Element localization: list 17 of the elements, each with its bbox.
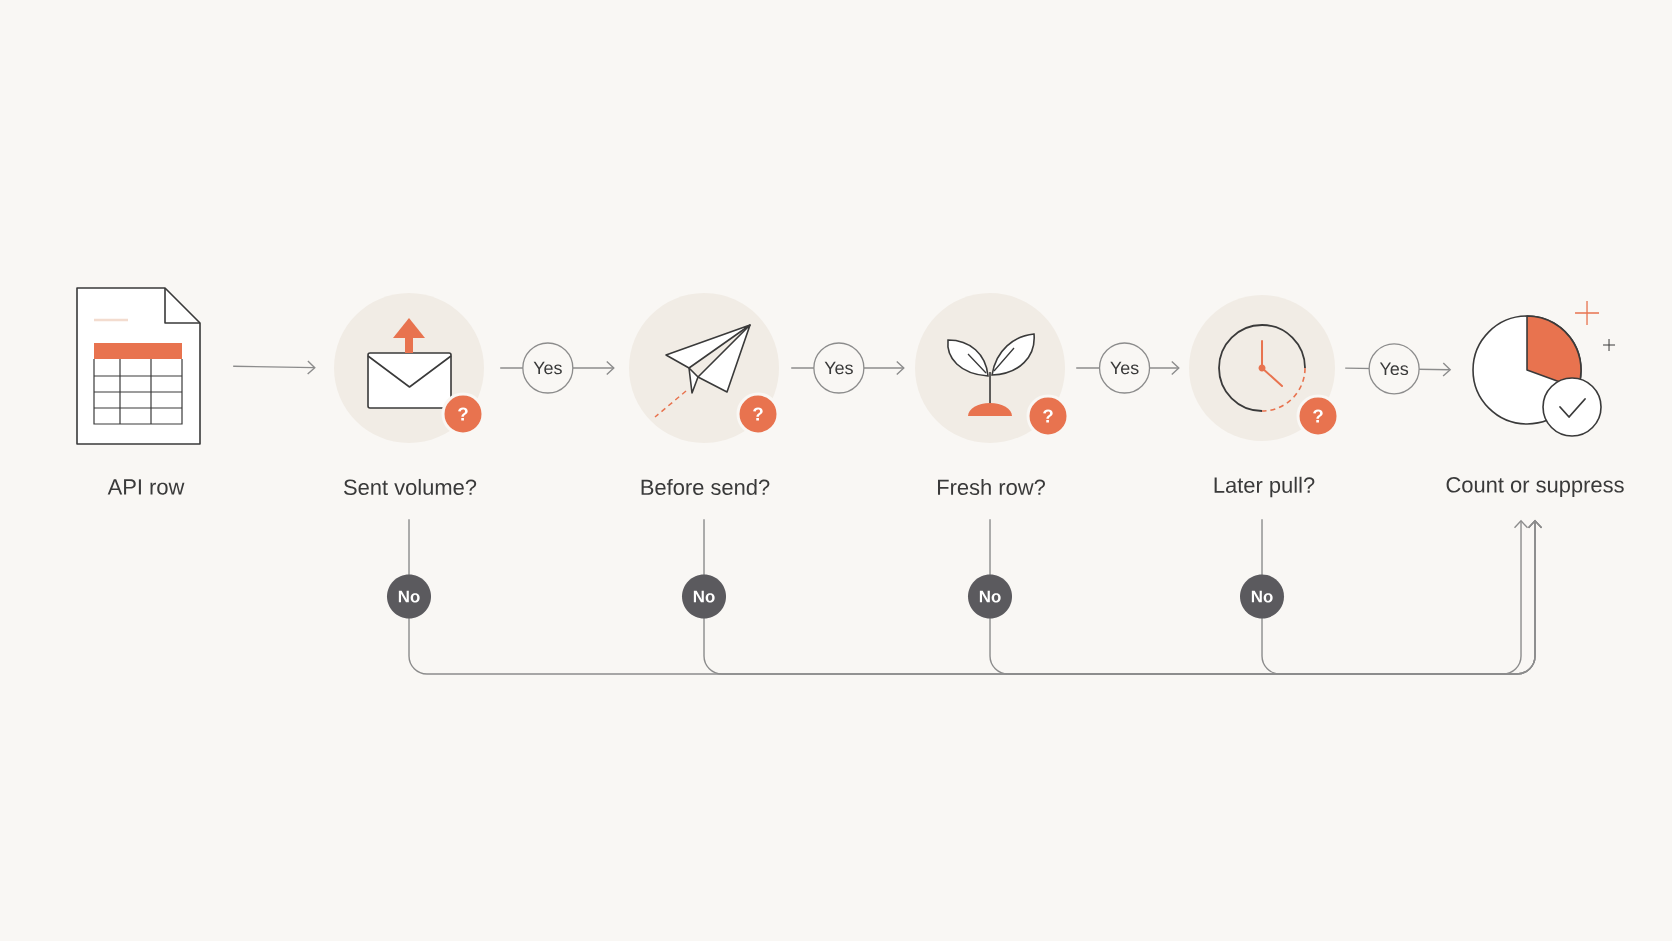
edge-label: Yes [1098, 342, 1151, 394]
step-label: Before send? [641, 478, 770, 496]
edge-label: Yes [1368, 343, 1420, 395]
step-label: Fresh row? [938, 478, 1045, 496]
edge-label: No [387, 574, 431, 619]
edge-label: Yes [813, 342, 865, 394]
step-label: API row [107, 479, 185, 495]
step-label: Sent volume? [344, 478, 477, 496]
edge-label: Yes [522, 342, 574, 394]
edge-label: No [1240, 574, 1284, 619]
step-label: Later pull? [1214, 476, 1315, 498]
step-label: Count or suppress [1446, 477, 1624, 497]
edge-label: No [682, 574, 726, 619]
arrow [1261, 518, 1529, 675]
edge-label: No [968, 574, 1012, 619]
arrow [232, 360, 316, 375]
arrow [989, 518, 1543, 675]
